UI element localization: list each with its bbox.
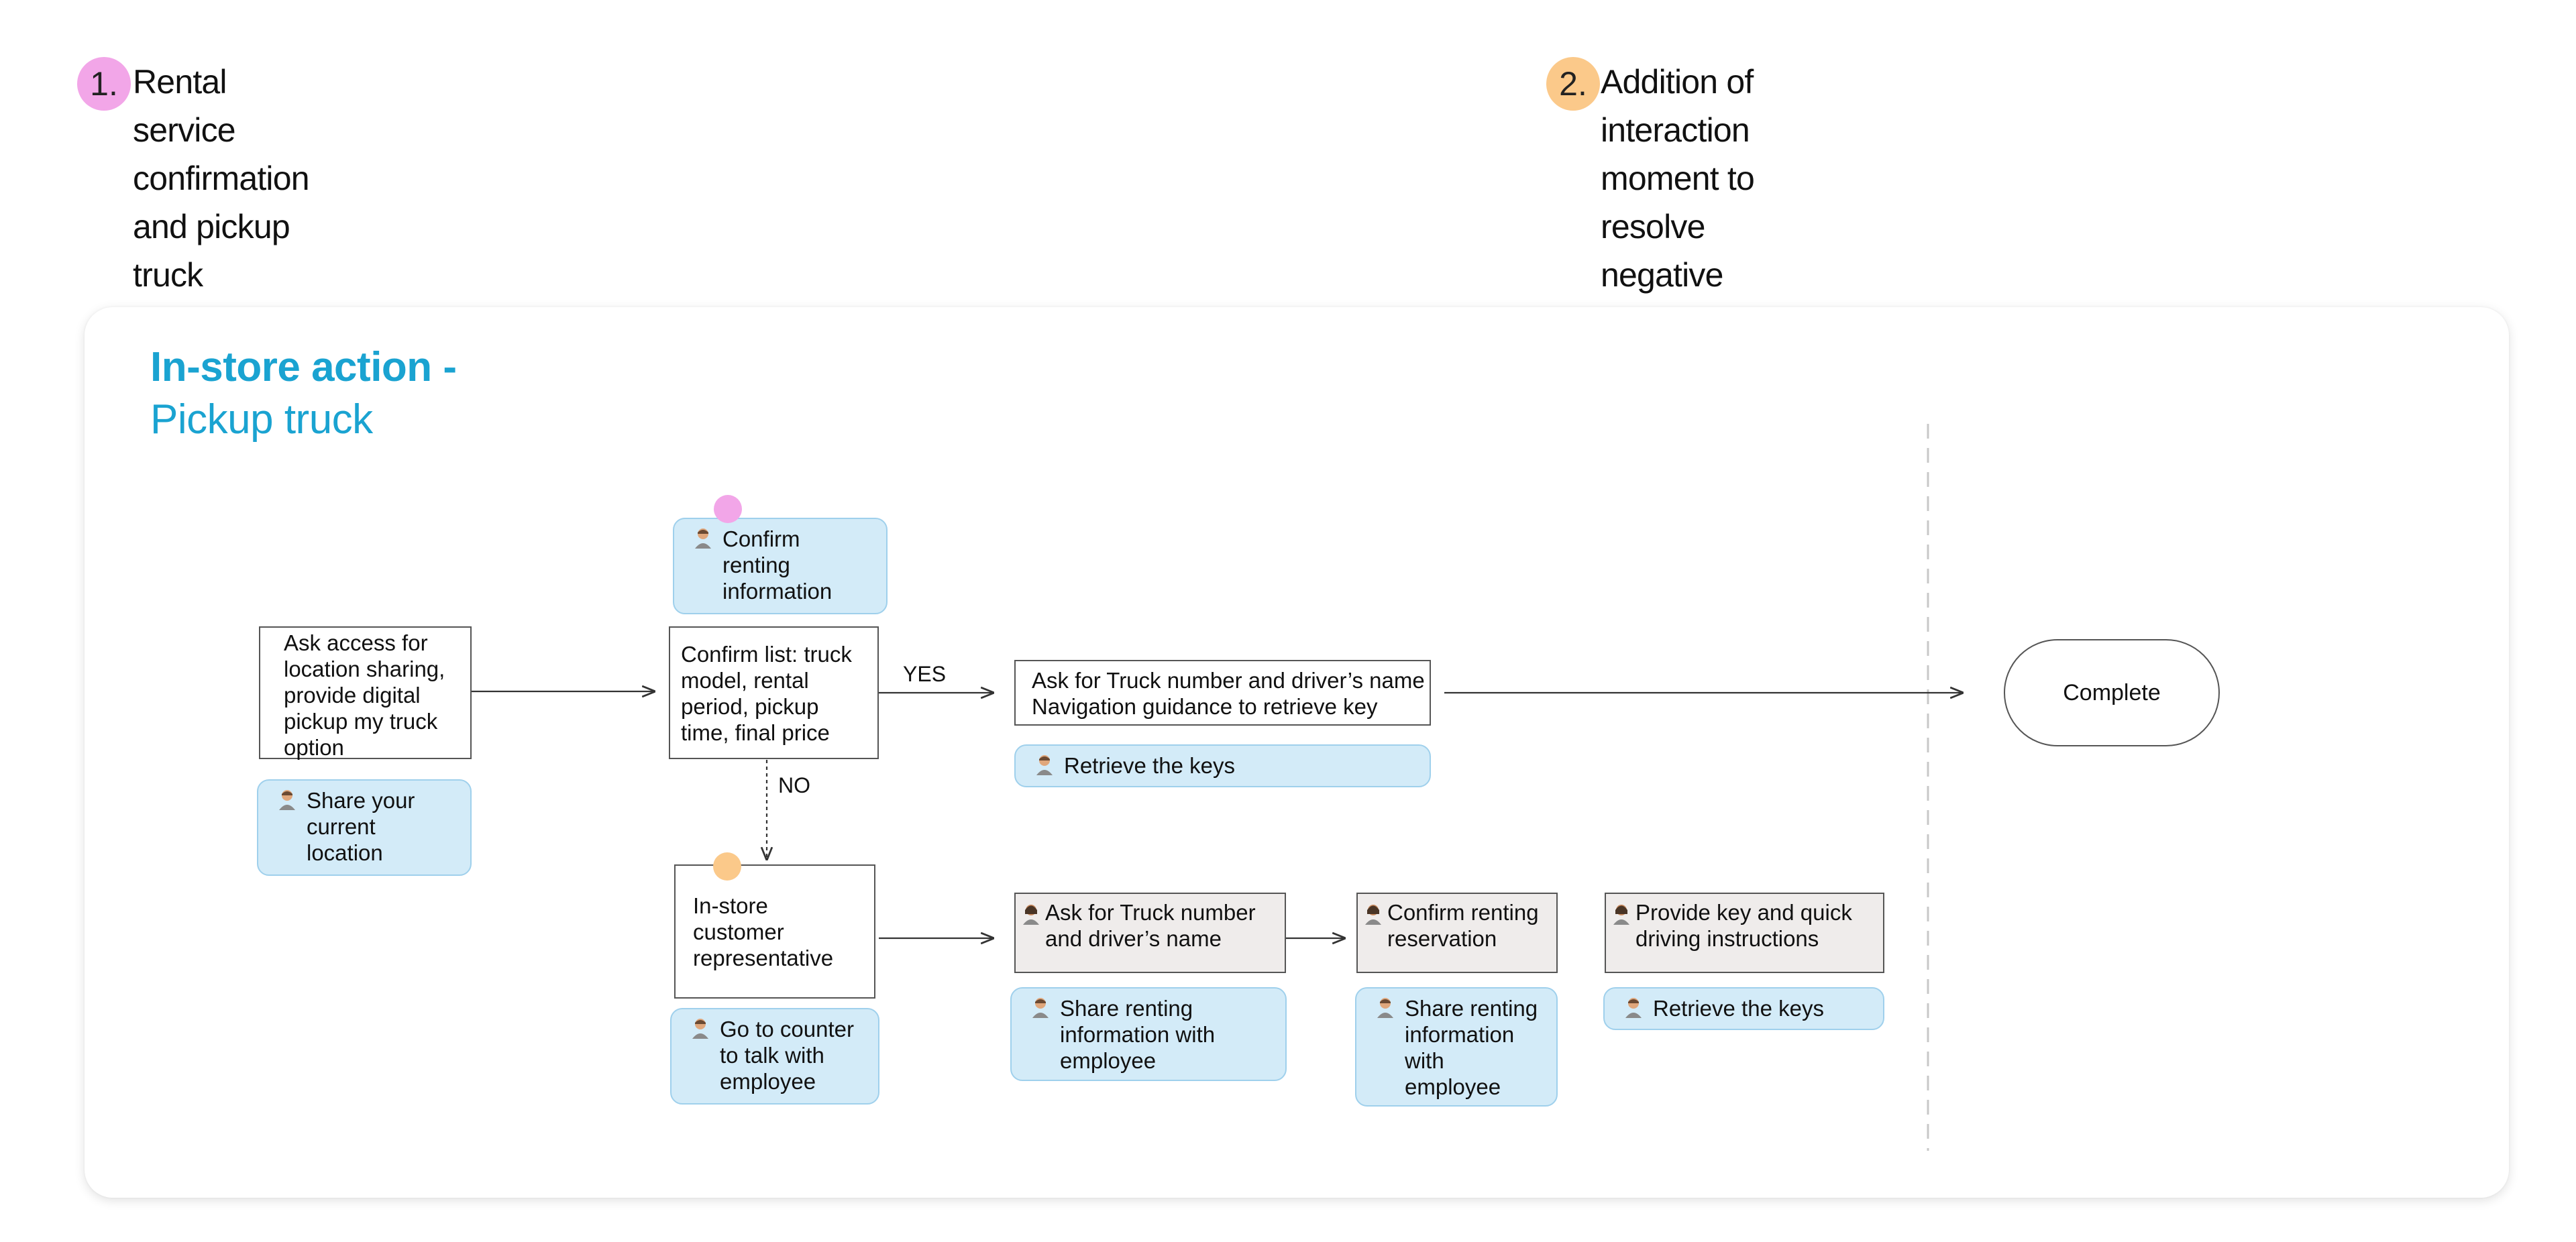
note-go-counter: Go to counter to talk with employee <box>670 1008 879 1105</box>
customer-person-icon <box>1030 997 1051 1018</box>
box-ask-truck-navigation: Ask for Truck number and driver’s name N… <box>1014 660 1431 726</box>
employee-person-icon <box>1611 903 1631 925</box>
panel-subtitle: Pickup truck <box>150 396 373 443</box>
box-ask-truck-driver: Ask for Truck number and driver’s name <box>1014 893 1286 973</box>
box-provide-key: Provide key and quick driving instructio… <box>1605 893 1884 973</box>
box-confirm-list: Confirm list: truck model, rental period… <box>669 626 879 759</box>
marker-dot-1 <box>714 495 742 523</box>
customer-person-icon <box>1034 754 1055 775</box>
terminal-complete: Complete <box>2004 639 2220 746</box>
customer-person-icon <box>1375 997 1395 1018</box>
box-instore-rep: In-store customer representative <box>674 864 875 999</box>
note-share-location: Share your current location <box>257 779 472 876</box>
note-confirm-renting: Confirm renting information <box>673 518 888 614</box>
legend-text-1: Rental service confirmation and pickup t… <box>133 63 310 294</box>
employee-person-icon <box>1363 903 1383 925</box>
customer-person-icon <box>277 789 297 810</box>
note-share-renting-2: Share renting information with employee <box>1355 987 1558 1107</box>
note-retrieve-keys-bottom: Retrieve the keys <box>1603 987 1884 1030</box>
terminal-complete-label: Complete <box>2063 679 2161 705</box>
legend-badge-2: 2. <box>1546 57 1600 111</box>
marker-dot-2 <box>713 852 741 881</box>
box-ask-access: Ask access for location sharing, provide… <box>259 626 472 760</box>
edge-label-yes: YES <box>903 662 947 686</box>
edge-label-no: NO <box>778 773 810 797</box>
box-confirm-reservation: Confirm renting reservation <box>1356 893 1558 973</box>
note-retrieve-keys-top: Retrieve the keys <box>1014 744 1431 787</box>
customer-person-icon <box>690 1017 710 1039</box>
legend-badge-1: 1. <box>77 57 131 111</box>
customer-person-icon <box>1623 997 1644 1018</box>
note-share-renting-1: Share renting information with employee <box>1010 987 1287 1081</box>
employee-person-icon <box>1021 903 1041 925</box>
panel-title: In-store action - <box>150 344 457 390</box>
customer-person-icon <box>693 527 713 549</box>
